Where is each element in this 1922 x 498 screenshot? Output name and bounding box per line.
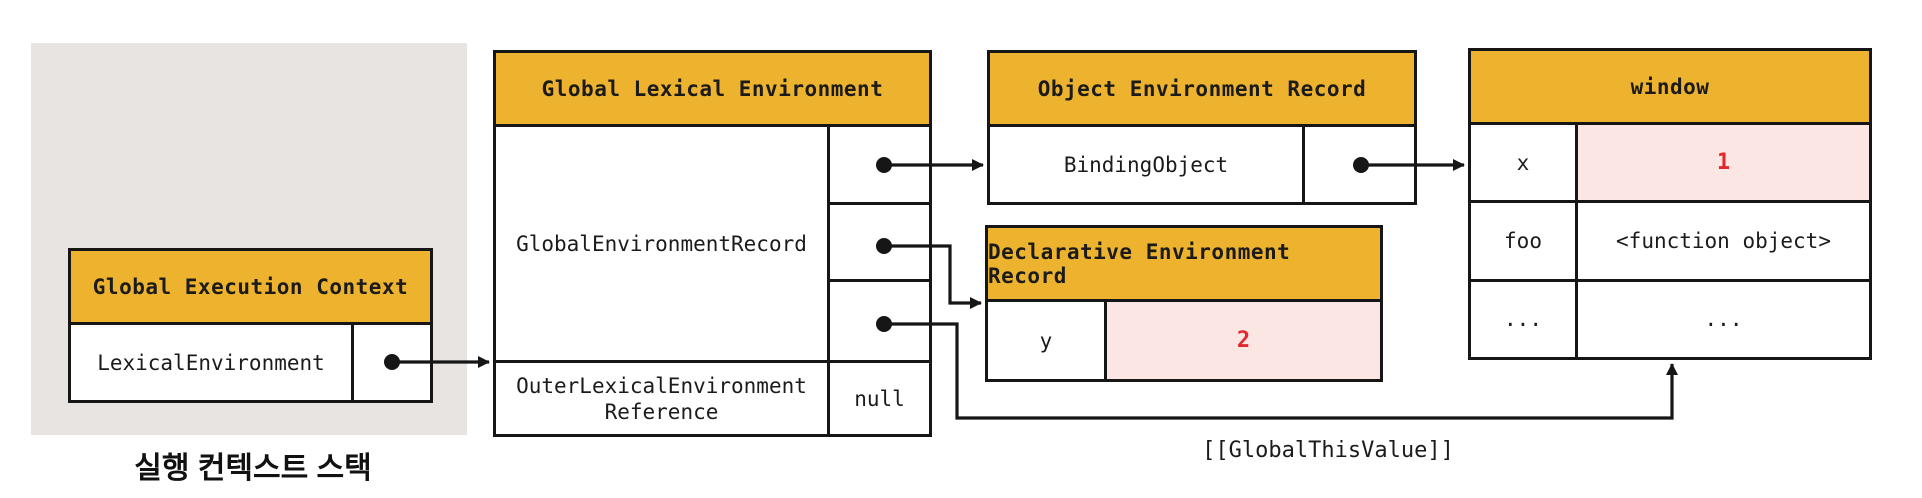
declarative-record-pointer-cell [830,205,929,282]
object-record-pointer-cell [830,127,929,205]
outer-lexical-environment-reference-cell: OuterLexicalEnvironment Reference [496,363,830,434]
global-this-value-label: [[GlobalThisValue]] [1202,438,1454,463]
global-this-pointer-cell [830,282,929,360]
object-environment-record-title: Object Environment Record [990,53,1414,127]
declarative-environment-record-title: Declarative Environment Record [988,228,1380,302]
declarative-environment-record-table: Declarative Environment Record y 2 [985,225,1383,382]
window-prop-name: ... [1471,281,1578,357]
global-execution-context-title: Global Execution Context [71,251,430,325]
window-object-table: window x 1 foo <function object> ... ... [1468,48,1872,360]
window-prop-value: <function object> [1616,228,1831,253]
lexical-environment-pointer-cell [354,325,430,400]
table-row: x 1 [1471,125,1869,201]
window-prop-name: x [1471,125,1578,201]
global-lexical-environment-table: Global Lexical Environment GlobalEnviron… [493,50,932,437]
window-prop-value: ... [1704,307,1743,332]
window-table-title: window [1471,51,1869,125]
execution-context-stack-caption: 실행 컨텍스트 스택 [134,452,372,485]
table-row: foo <function object> [1471,200,1869,279]
outer-ref-line1: OuterLexicalEnvironment [516,373,807,398]
window-prop-value: 1 [1578,125,1869,201]
outer-ref-null-cell: null [854,386,905,411]
binding-object-cell: BindingObject [990,127,1305,202]
binding-object-pointer-cell [1305,127,1414,202]
object-environment-record-table: Object Environment Record BindingObject [987,50,1417,205]
window-prop-name: foo [1471,203,1578,279]
declarative-var-value-cell: 2 [1107,302,1380,379]
global-lexical-environment-title: Global Lexical Environment [496,53,929,127]
global-execution-context-table: Global Execution Context LexicalEnvironm… [68,248,433,403]
lexical-environment-cell: LexicalEnvironment [71,325,354,400]
table-row: ... ... [1471,278,1869,357]
declarative-var-name-cell: y [988,302,1107,379]
outer-ref-line2: Reference [604,399,719,424]
global-environment-record-cell: GlobalEnvironmentRecord [496,127,830,360]
